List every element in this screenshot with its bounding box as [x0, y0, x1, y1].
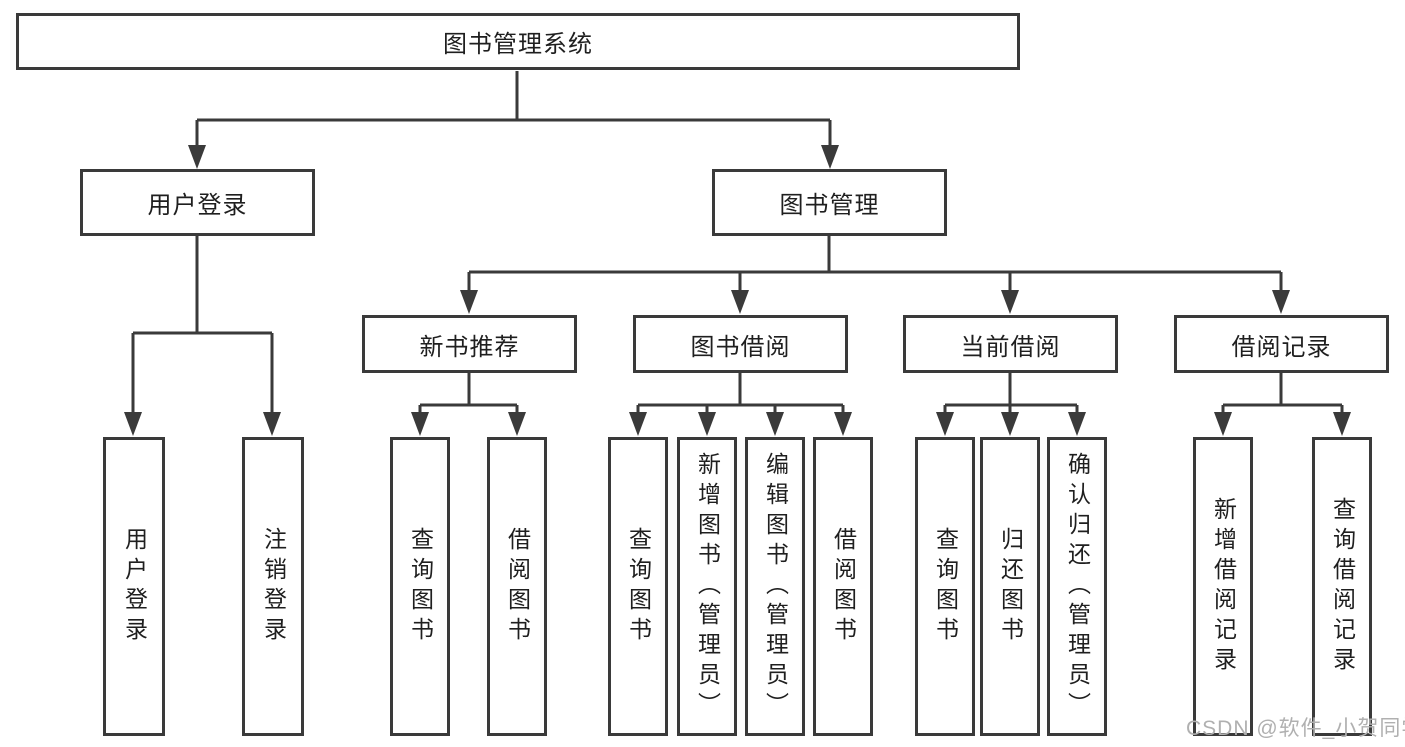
node-query-borrow-record-label: 查询借阅记录: [1329, 496, 1356, 677]
node-query-borrow-record: 查询借阅记录: [1312, 437, 1372, 736]
node-query-books-borrowing-label: 查询图书: [625, 526, 652, 647]
node-query-books-current-label: 查询图书: [932, 526, 959, 647]
node-borrow-books: 借阅图书: [813, 437, 873, 736]
node-confirm-return-admin: 确认归还（管理员）: [1047, 437, 1107, 736]
node-login: 用户登录: [103, 437, 165, 736]
node-login-label: 用户登录: [121, 526, 148, 647]
node-book-management: 图书管理: [712, 169, 947, 236]
node-borrow-records-label: 借阅记录: [1231, 333, 1332, 361]
node-book-management-label: 图书管理: [779, 192, 880, 219]
node-user-login: 用户登录: [80, 169, 315, 236]
node-add-borrow-record-label: 新增借阅记录: [1210, 496, 1237, 677]
node-query-books-recommend: 查询图书: [390, 437, 450, 736]
node-add-book-admin: 新增图书（管理员）: [677, 437, 737, 736]
node-new-book-recommend: 新书推荐: [362, 315, 577, 373]
node-book-borrowing-label: 图书借阅: [690, 333, 791, 361]
node-return-book: 归还图书: [980, 437, 1040, 736]
node-return-book-label: 归还图书: [997, 526, 1024, 647]
node-edit-book-admin: 编辑图书（管理员）: [745, 437, 805, 736]
node-current-borrowing: 当前借阅: [903, 315, 1118, 373]
node-query-books-borrowing: 查询图书: [608, 437, 668, 736]
node-system-root: 图书管理系统: [16, 13, 1020, 70]
node-logout-label: 注销登录: [260, 526, 287, 647]
node-add-book-admin-label: 新增图书（管理员）: [694, 451, 721, 722]
node-logout: 注销登录: [242, 437, 304, 736]
node-borrow-books-recommend: 借阅图书: [487, 437, 547, 736]
arrowheads: [124, 145, 1351, 436]
node-query-books-current: 查询图书: [915, 437, 975, 736]
node-user-login-label: 用户登录: [147, 192, 248, 219]
node-edit-book-admin-label: 编辑图书（管理员）: [762, 451, 789, 722]
node-borrow-books-recommend-label: 借阅图书: [504, 526, 531, 647]
node-borrow-records: 借阅记录: [1174, 315, 1389, 373]
node-system-root-label: 图书管理系统: [443, 31, 593, 58]
node-book-borrowing: 图书借阅: [633, 315, 848, 373]
node-new-book-recommend-label: 新书推荐: [419, 333, 520, 361]
node-confirm-return-admin-label: 确认归还（管理员）: [1064, 451, 1091, 722]
node-current-borrowing-label: 当前借阅: [960, 333, 1061, 361]
node-add-borrow-record: 新增借阅记录: [1193, 437, 1253, 736]
csdn-watermark: CSDN @软件_小贺同学: [1186, 717, 1405, 740]
node-borrow-books-label: 借阅图书: [830, 526, 857, 647]
node-query-books-recommend-label: 查询图书: [407, 526, 434, 647]
connector-path: [131, 71, 1344, 416]
